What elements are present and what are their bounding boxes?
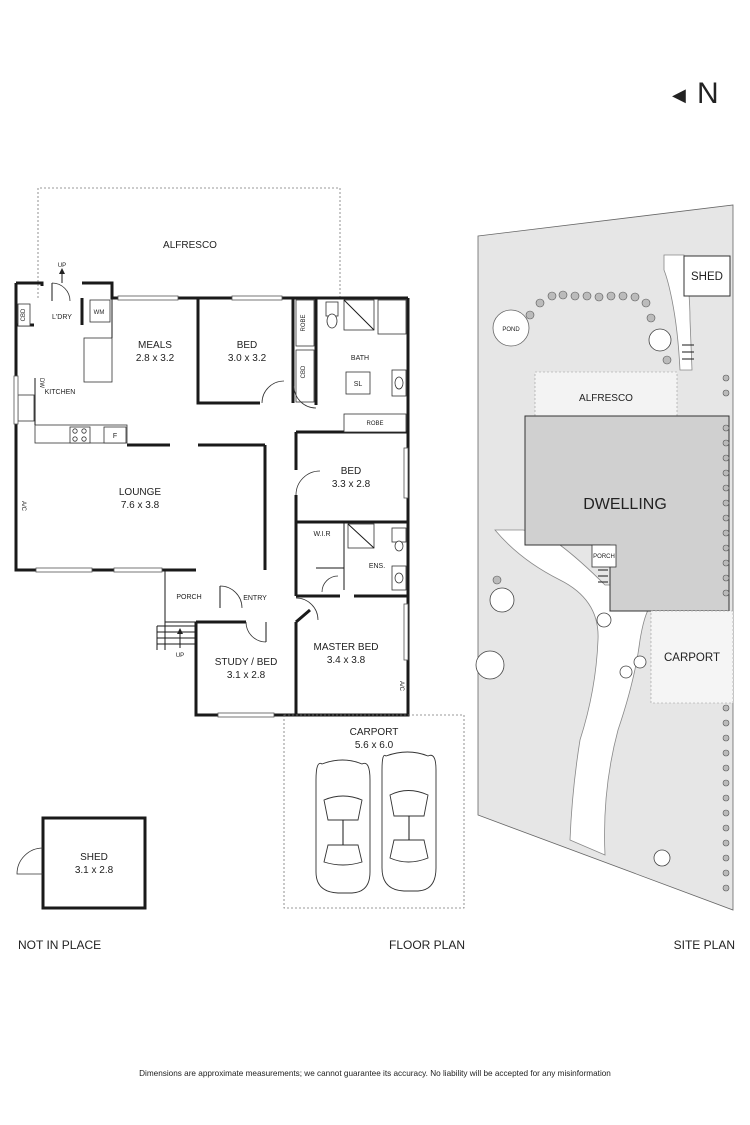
laundry-door-swing <box>51 282 71 302</box>
site-porch-box <box>591 544 617 568</box>
site-plan: SHED POND ALFRESCO DWELLING PORCH CARPOR… <box>475 204 734 911</box>
study-name: STUDY / BED <box>215 657 278 668</box>
car-2 <box>381 751 437 892</box>
ens-label: ENS. <box>369 563 385 570</box>
ac-lounge-label: A/C <box>20 501 26 512</box>
meals-name: MEALS <box>138 340 172 351</box>
dw-label: DW <box>38 378 44 388</box>
lounge-window-1 <box>35 567 93 573</box>
carport-name: CARPORT <box>350 727 399 738</box>
site-alfresco-label: ALFRESCO <box>579 393 633 404</box>
site-pond-label: POND <box>502 327 520 333</box>
car-1 <box>315 759 371 894</box>
site-carport-box <box>650 610 734 704</box>
ac-master-label: A/C <box>398 681 404 692</box>
site-dwelling-label: DWELLING <box>583 496 667 513</box>
caption-site-plan: SITE PLAN <box>674 938 735 952</box>
bed2-door-swing <box>295 470 321 496</box>
site-carport-label: CARPORT <box>664 652 720 664</box>
wm-label: WM <box>94 310 105 316</box>
alfresco-outline <box>37 187 341 298</box>
meals-window <box>117 295 179 301</box>
dwelling-shape <box>524 415 730 612</box>
toilet-ens <box>391 527 407 543</box>
study-walls <box>194 622 296 717</box>
cbd-laundry-label: CBD <box>21 308 27 321</box>
lounge-dim: 7.6 x 3.8 <box>121 500 160 511</box>
entry-door-swing <box>219 585 243 609</box>
laundry-cupboard <box>17 303 31 327</box>
sl-box <box>345 371 371 395</box>
laundry-label: L'DRY <box>52 314 72 321</box>
master-window <box>403 603 409 661</box>
shed-door-swing <box>16 847 44 875</box>
bath-label: BATH <box>351 355 369 362</box>
compass-arrow-icon: ◀ <box>672 85 686 105</box>
laundry-north-wall-left <box>16 281 44 286</box>
bath-door-swing <box>293 385 317 409</box>
bed2-name: BED <box>341 466 362 477</box>
robe1-box <box>295 299 315 347</box>
pond-shape <box>492 309 530 347</box>
robe2-box <box>343 413 407 433</box>
caption-not-in-place: NOT IN PLACE <box>18 938 101 952</box>
meals-dim: 2.8 x 3.2 <box>136 353 175 364</box>
bed1-dim: 3.0 x 3.2 <box>228 353 267 364</box>
entry-label: ENTRY <box>243 595 267 602</box>
robe1-label: ROBE <box>301 314 307 331</box>
sl-label: SL <box>354 381 363 388</box>
kitchen-sink <box>17 394 35 422</box>
fridge-label: F <box>113 433 117 440</box>
cbd-hall-box <box>295 349 315 403</box>
study-window <box>217 712 275 718</box>
fridge-box <box>103 426 127 444</box>
alfresco-label: ALFRESCO <box>163 240 217 251</box>
bed1-name: BED <box>237 340 258 351</box>
kitchen-window <box>13 375 19 425</box>
shed-box <box>41 816 147 910</box>
carport-outline <box>283 714 465 909</box>
caption-floor-plan: FLOOR PLAN <box>389 938 465 952</box>
kitchen-label: KITCHEN <box>45 389 76 396</box>
site-alfresco-box <box>534 371 678 417</box>
kitchen-island <box>83 337 113 383</box>
robe2-label: ROBE <box>366 421 383 427</box>
master-name: MASTER BED <box>313 642 378 653</box>
master-door-swing <box>295 597 319 621</box>
shed-dim: 3.1 x 2.8 <box>75 865 114 876</box>
bed2-dim: 3.3 x 2.8 <box>332 479 371 490</box>
up-label-top: UP <box>58 263 66 269</box>
carport-dim: 5.6 x 6.0 <box>355 740 394 751</box>
lounge-name: LOUNGE <box>119 487 162 498</box>
cbd-hall-label: CBD <box>301 365 307 378</box>
wir-label: W.I.R <box>313 531 330 538</box>
north-compass: ◀ N <box>672 77 719 110</box>
up-label-porch: UP <box>176 653 184 659</box>
bathtub <box>377 299 407 335</box>
bed1-window <box>231 295 283 301</box>
compass-north-letter: N <box>697 77 719 110</box>
bed1-door-swing <box>261 380 285 404</box>
bed1-walls <box>196 298 260 405</box>
site-shed-box <box>683 255 731 297</box>
porch-label: PORCH <box>176 594 201 601</box>
entry-diag-wall <box>295 608 311 624</box>
washing-machine <box>89 299 111 323</box>
site-porch-label: PORCH <box>593 554 615 560</box>
study-door-swing <box>245 621 267 643</box>
garden-bushes <box>475 290 730 892</box>
study-dim: 3.1 x 2.8 <box>227 670 266 681</box>
bed2-window <box>403 447 409 499</box>
shed-name: SHED <box>80 852 108 863</box>
lounge-window-2 <box>113 567 163 573</box>
site-shed-label: SHED <box>691 271 723 283</box>
disclaimer-text: Dimensions are approximate measurements;… <box>139 1069 611 1078</box>
master-dim: 3.4 x 3.8 <box>327 655 366 666</box>
floor-plan: ALFRESCO UP L'DRY WM CBD MEALS 2.8 x 3.2… <box>13 187 465 910</box>
